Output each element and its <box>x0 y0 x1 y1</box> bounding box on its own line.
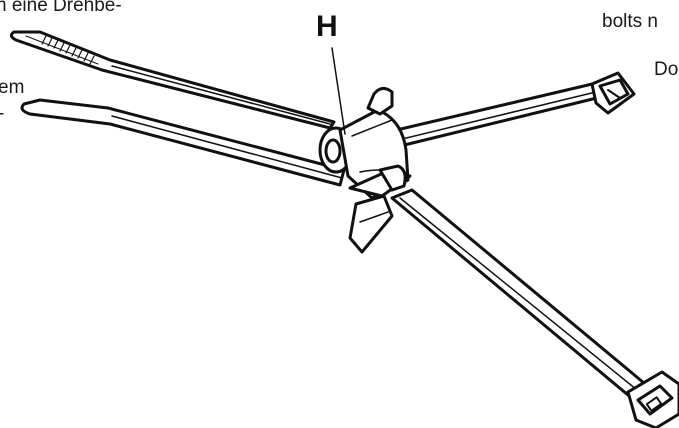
mounting-clip-body <box>318 87 412 254</box>
callout-label-h: H <box>316 10 338 43</box>
cable-tie-strap-upper-left <box>9 30 336 130</box>
cable-tie-strap-lower-right <box>390 188 652 402</box>
cable-tie-head-upper-right <box>590 71 636 115</box>
cable-tie-strap-lower-left <box>20 98 346 187</box>
callout-leader-line <box>331 47 346 135</box>
text-fragment-left-1: n eine Drehbe- <box>0 0 122 16</box>
text-fragment-left-3: - <box>0 104 4 123</box>
text-fragment-left-2: em <box>0 77 25 98</box>
text-fragment-right-2: Do <box>654 59 679 80</box>
cable-tie-strap-right <box>386 79 611 150</box>
cable-tie-head-lower-right <box>626 370 679 428</box>
text-fragment-right-1: bolts n <box>602 11 658 32</box>
